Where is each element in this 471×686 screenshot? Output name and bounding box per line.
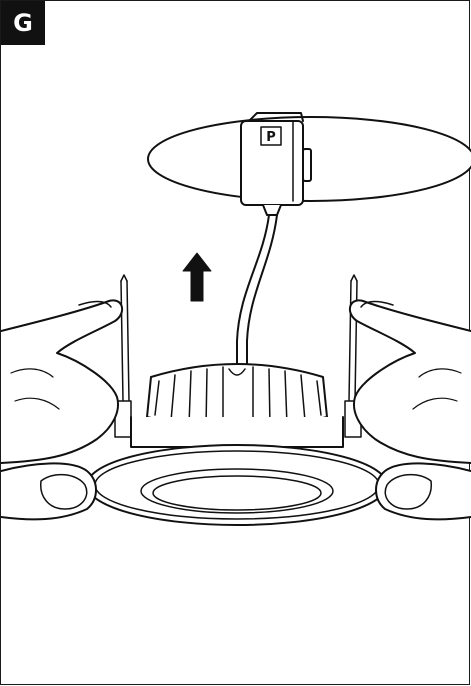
housing (130, 416, 344, 448)
right-hand (348, 299, 471, 521)
step-label: G (13, 9, 33, 37)
trim-ring (86, 444, 388, 526)
step-badge: G (1, 1, 45, 45)
left-hand (1, 299, 124, 521)
brand-logo (260, 126, 282, 146)
brand-letter: P (266, 130, 276, 145)
junction-box: P (240, 112, 312, 216)
arrow-up-icon (182, 252, 212, 302)
cable (236, 214, 270, 382)
